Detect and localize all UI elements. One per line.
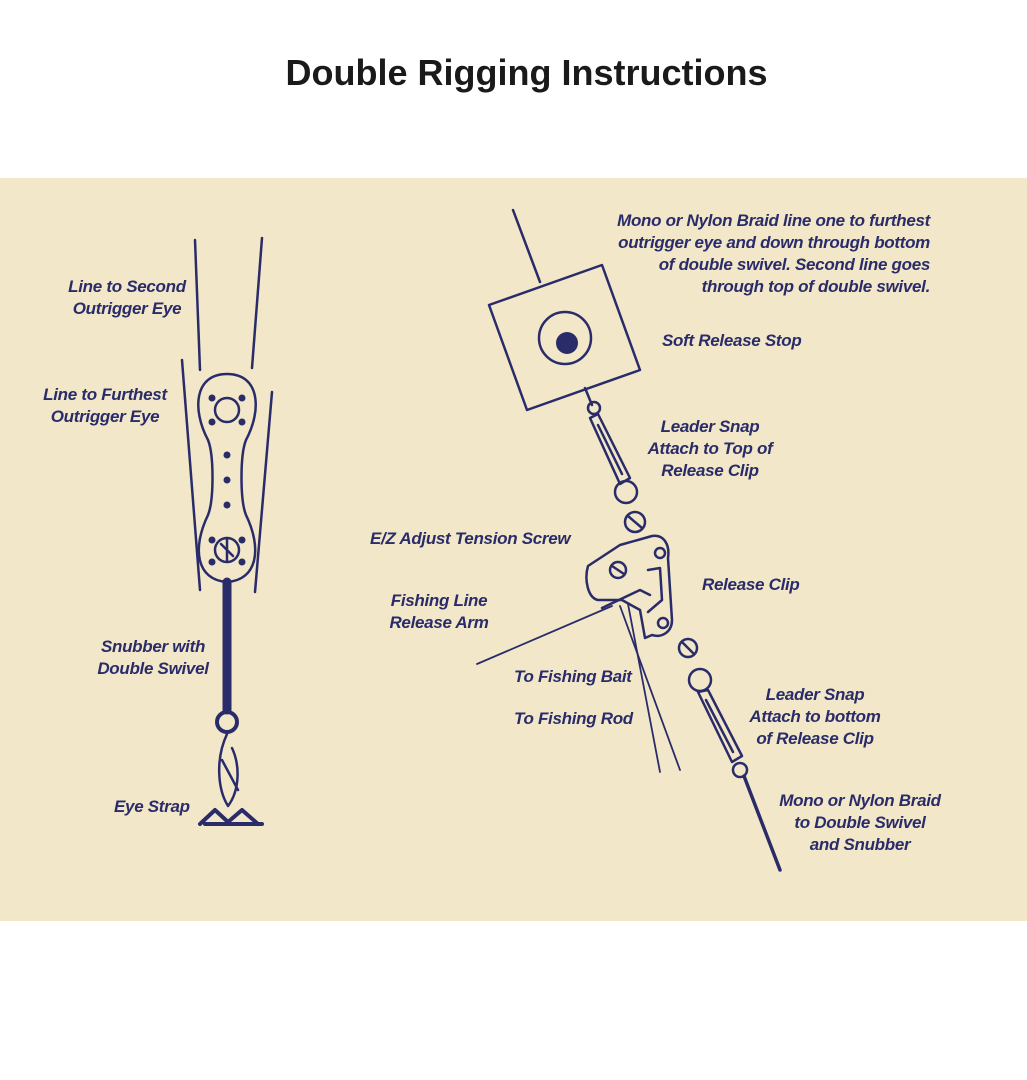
label-leader-snap-bottom: Leader Snap Attach to bottom of Release … [749,685,881,748]
bottom-mono-line [742,774,782,872]
leader-snap-top-icon [588,412,632,486]
plate-holes [208,394,246,566]
release-clip-icon [585,534,674,640]
label-mono-bottom: Mono or Nylon Braid to Double Swivel and… [779,791,941,854]
label-snubber-with-double-swivel: Snubber with Double Swivel [97,637,209,678]
leader-snap-bottom-icon [696,688,744,764]
left-outrigger-lines [180,236,274,594]
label-soft-release-stop: Soft Release Stop [662,331,802,350]
top-swivel-ring-icon [213,396,241,424]
label-mono-top: Mono or Nylon Braid line one to furthest… [617,211,930,296]
label-to-fishing-rod: To Fishing Rod [514,709,633,728]
label-leader-snap-top: Leader Snap Attach to Top of Release Cli… [647,417,773,480]
label-eye-strap: Eye Strap [114,797,190,816]
top-mono-line [511,208,542,284]
tension-screw-icon [608,560,628,580]
page-title: Double Rigging Instructions [285,52,768,93]
eye-strap-icon [217,732,240,808]
label-tension-screw: E/Z Adjust Tension Screw [370,529,571,548]
release-arm-icon [600,588,652,610]
label-fishing-line-release-arm: Fishing Line Release Arm [389,591,489,632]
label-release-clip: Release Clip [702,575,800,594]
label-to-fishing-bait: To Fishing Bait [514,667,632,686]
snubber-swivel-icon [215,710,239,734]
label-line-to-second-outrigger-eye: Line to Second Outrigger Eye [68,277,186,318]
label-line-to-furthest-outrigger-eye: Line to Furthest Outrigger Eye [43,385,167,426]
